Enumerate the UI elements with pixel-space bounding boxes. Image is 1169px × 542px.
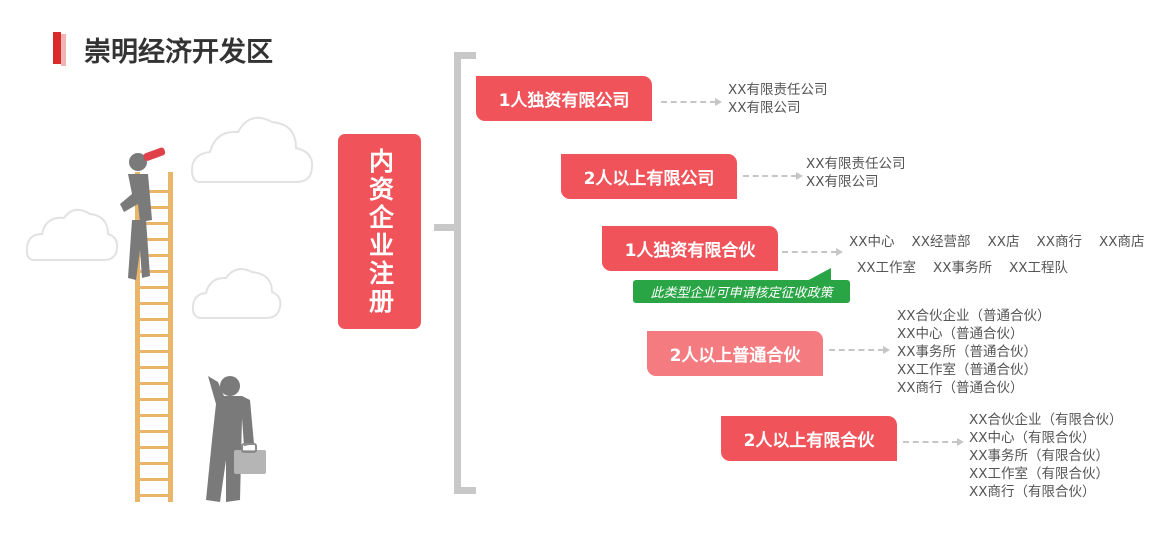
ladder-rung: [138, 462, 171, 465]
arrow-4: [829, 346, 890, 354]
leaf: XX有限公司: [806, 174, 879, 190]
arrow-2: [743, 172, 803, 180]
ladder-rung: [138, 238, 171, 241]
ladder-rung: [138, 478, 171, 481]
leaf: XX事务所（普通合伙）: [897, 344, 1037, 360]
leaf: XX商行（有限合伙）: [969, 484, 1096, 500]
leaf: XX合伙企业（普通合伙）: [897, 308, 1051, 324]
leaf: XX商行（普通合伙）: [897, 380, 1024, 396]
node-1: 1人独资有限公司: [476, 76, 652, 121]
ladder-rung: [138, 366, 171, 369]
node-1-label: 1人独资有限公司: [498, 91, 630, 111]
person-with-telescope-icon: [120, 147, 166, 280]
connector-spine: [454, 52, 461, 494]
ladder-rung: [138, 206, 171, 209]
ladder-rung: [138, 398, 171, 401]
node-4-leaves: XX合伙企业（普通合伙） XX中心（普通合伙） XX事务所（普通合伙） XX工作…: [897, 307, 1051, 397]
leaf: XX工作室（普通合伙）: [897, 362, 1037, 378]
title-accent-bar: [53, 32, 61, 64]
ladder-rung: [138, 270, 171, 273]
leaf: XX中心: [849, 234, 895, 250]
ladder-rung: [138, 382, 171, 385]
node-4-label: 2人以上普通合伙: [669, 346, 801, 366]
arrow-1: [661, 98, 722, 106]
ladder-rung: [138, 430, 171, 433]
ladder-rung: [138, 414, 171, 417]
ladder-rung: [138, 302, 171, 305]
leaf: XX经营部: [911, 234, 971, 250]
leaf: XX事务所（有限合伙）: [969, 448, 1109, 464]
cloud-icon: [190, 116, 314, 183]
node-1-leaves: XX有限责任公司 XX有限公司: [728, 81, 828, 117]
leaf: XX商行: [1036, 234, 1083, 250]
connector-bottom: [454, 487, 476, 494]
ladder-rung: [138, 254, 171, 257]
ladder-rung: [138, 190, 171, 193]
ladder-rung: [138, 494, 171, 497]
connector-top: [454, 52, 476, 59]
leaf: XX事务所: [933, 260, 992, 276]
leaf: XX工程队: [1009, 260, 1068, 276]
ladder-rung: [138, 286, 171, 289]
policy-note-badge: 此类型企业可申请核定征收政策: [633, 280, 850, 303]
leaf: XX工作室（有限合伙）: [969, 466, 1109, 482]
node-3: 1人独资有限合伙: [602, 226, 778, 271]
page-title: 崇明经济开发区: [84, 37, 273, 68]
leaf: XX店: [987, 234, 1020, 250]
leaf: XX有限责任公司: [728, 82, 828, 98]
node-2: 2人以上有限公司: [561, 154, 737, 199]
leaf: XX中心（有限合伙）: [969, 430, 1096, 446]
title-accent-shadow: [61, 34, 66, 66]
ladder-rung: [138, 334, 171, 337]
leaf: XX合伙企业（有限合伙）: [969, 412, 1123, 428]
node-5-leaves: XX合伙企业（有限合伙） XX中心（有限合伙） XX事务所（有限合伙） XX工作…: [969, 411, 1123, 501]
ladder-icon: [135, 172, 173, 502]
node-5-label: 2人以上有限合伙: [743, 431, 875, 451]
node-3-leaves-row1: XX中心 XX经营部 XX店 XX商行 XX商店: [849, 230, 1145, 250]
cloud-icon: [191, 268, 282, 319]
cloud-icon: [25, 208, 119, 261]
ladder-rung: [138, 350, 171, 353]
ladder-rung: [138, 318, 171, 321]
arrow-5: [903, 438, 964, 446]
person-with-briefcase-icon: [206, 376, 266, 502]
note-pointer: [805, 268, 831, 282]
node-4: 2人以上普通合伙: [647, 331, 823, 376]
node-5: 2人以上有限合伙: [721, 416, 897, 461]
connector-stem: [434, 224, 456, 231]
node-2-leaves: XX有限责任公司 XX有限公司: [806, 155, 906, 191]
node-3-leaves-row2: XX工作室 XX事务所 XX工程队: [857, 256, 1068, 276]
node-3-label: 1人独资有限合伙: [624, 241, 756, 261]
leaf: XX有限责任公司: [806, 156, 906, 172]
leaf: XX中心（普通合伙）: [897, 326, 1024, 342]
leaf: XX商店: [1099, 234, 1145, 250]
leaf: XX工作室: [857, 260, 916, 276]
leaf: XX有限公司: [728, 100, 801, 116]
policy-note-text: 此类型企业可申请核定征收政策: [650, 286, 833, 301]
root-label: 内资企业注册: [365, 147, 395, 316]
illustration: [25, 116, 314, 502]
ladder-rung: [138, 222, 171, 225]
ladder-rung: [138, 446, 171, 449]
arrow-3: [782, 248, 843, 256]
root-node: 内资企业注册: [338, 134, 421, 329]
node-2-label: 2人以上有限公司: [583, 169, 715, 189]
